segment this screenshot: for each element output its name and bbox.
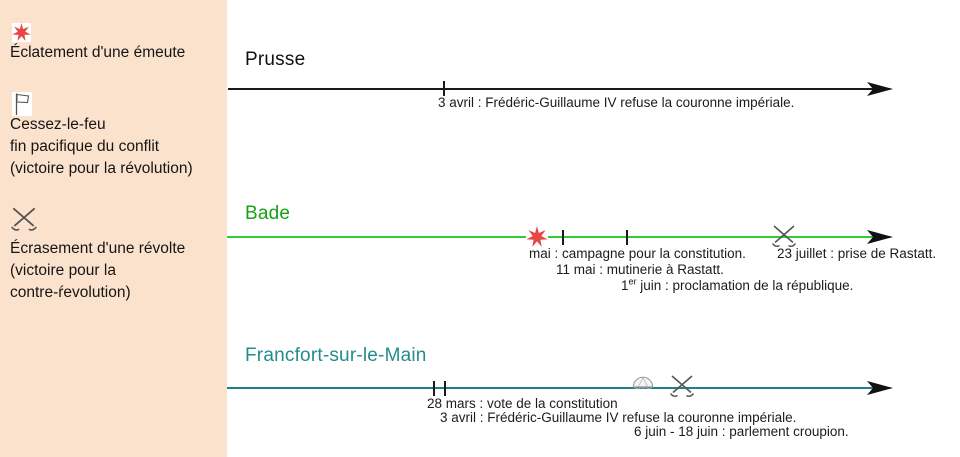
legend-label-ceasefire-2: fin pacifique du conflit xyxy=(10,138,160,155)
bade-event-1er-juin-num: 1 xyxy=(621,278,629,293)
bade-event-11-mai: 11 mai : mutinerie à Rastatt. xyxy=(556,262,724,277)
francfort-event-3-avril: 3 avril : Frédéric-Guillaume IV refuse l… xyxy=(440,410,797,425)
francfort-tick-28-mars xyxy=(433,381,435,396)
legend-label-ceasefire-1: Cessez-le-feu xyxy=(10,116,106,133)
legend-label-riot: Éclatement d'une émeute xyxy=(10,44,186,61)
bade-event-1er-juin-rest: juin : proclamation de la république. xyxy=(636,278,854,293)
white-flag-icon xyxy=(12,92,32,116)
francfort-event-6-18-juin: 6 juin - 18 juin : parlement croupion. xyxy=(634,424,849,439)
crossed-swords-icon xyxy=(9,206,39,232)
bade-event-23-juillet: 23 juillet : prise de Rastatt. xyxy=(777,246,937,261)
timeline-title-prusse: Prusse xyxy=(245,49,306,70)
francfort-arrowhead-icon xyxy=(867,380,893,401)
legend-label-ceasefire-3: (victoire pour la révolution) xyxy=(10,160,193,177)
bade-crossed-swords-icon xyxy=(770,224,798,253)
bade-axis-line xyxy=(227,236,874,238)
bade-riot-star-icon xyxy=(526,226,548,248)
bade-event-1er-juin-sup: er xyxy=(628,276,637,287)
legend-panel: Éclatement d'une émeute Cessez-le-feu fi… xyxy=(0,0,227,457)
legend-label-crush-3: contre-ŕevolution) xyxy=(10,284,131,301)
francfort-event-28-mars: 28 mars : vote de la constitution xyxy=(427,396,618,411)
bade-event-1er-juin: 1er juin : proclamation de la république… xyxy=(621,276,854,293)
bade-arrowhead-icon xyxy=(867,229,893,250)
bade-tick-11-mai xyxy=(562,230,564,245)
prusse-tick-3-avril xyxy=(443,81,445,96)
francfort-axis-line xyxy=(227,387,874,389)
riot-star-icon xyxy=(12,23,31,42)
francfort-white-flag-icon xyxy=(631,373,655,394)
prusse-event-3-avril: 3 avril : Frédéric-Guillaume IV refuse l… xyxy=(438,95,795,110)
legend-label-crush-1: Écrasement d'une révolte xyxy=(10,240,186,257)
francfort-crossed-swords-icon xyxy=(668,374,696,403)
bade-event-mai: mai : campagne pour la constitution. xyxy=(529,246,746,261)
timeline-title-francfort: Francfort-sur-le-Main xyxy=(245,345,427,366)
timeline-title-bade: Bade xyxy=(245,203,291,224)
francfort-tick-3-avril xyxy=(444,381,446,396)
prusse-axis-line xyxy=(228,88,874,90)
bade-tick-1-juin xyxy=(626,230,628,245)
legend-label-crush-2: (victoire pour la xyxy=(10,262,116,279)
prusse-arrowhead-icon xyxy=(867,81,893,102)
